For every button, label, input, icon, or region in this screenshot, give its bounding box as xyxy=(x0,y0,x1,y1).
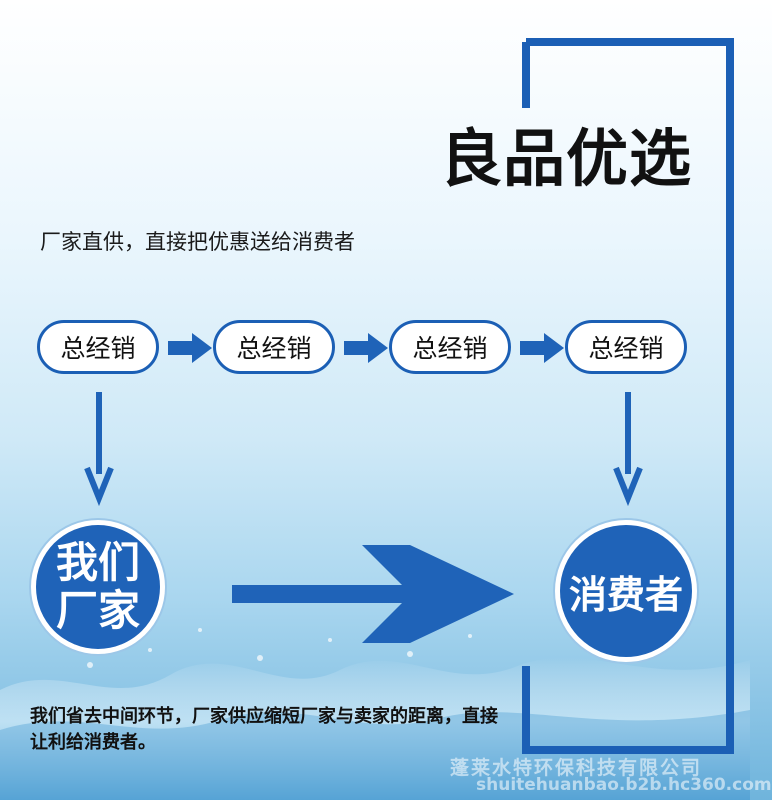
manufacturer-line-1: 我们 xyxy=(55,537,140,587)
chain-step-2: 总经销 xyxy=(213,320,335,374)
consumer-label: 消费者 xyxy=(568,572,683,617)
watermark-domain: shuitehuanbao.b2b.hc360.com xyxy=(476,775,772,795)
watermark-company: 蓬莱水特环保科技有限公司 xyxy=(450,757,703,779)
right-arrow-icon xyxy=(344,333,388,363)
right-arrow-icon xyxy=(520,333,564,363)
chain-step-4: 总经销 xyxy=(565,320,687,374)
bottom-description: 我们省去中间环节，厂家供应缩短厂家与卖家的距离，直接让利给消费者。 xyxy=(30,706,498,753)
down-arrow-icon xyxy=(613,392,643,507)
consumer-circle: 消费者 xyxy=(560,525,692,657)
chain-step-3: 总经销 xyxy=(389,320,511,374)
manufacturer-line-2: 厂家 xyxy=(55,586,140,635)
right-arrow-icon xyxy=(168,333,212,363)
chain-step-1: 总经销 xyxy=(37,320,159,374)
manufacturer-circle: 我们 厂家 xyxy=(36,525,160,649)
big-right-arrow-icon xyxy=(232,545,514,643)
tagline-text: 厂家直供，直接把优惠送给消费者 xyxy=(40,230,355,254)
down-arrow-icon xyxy=(84,392,114,507)
headline-title: 良品优选 xyxy=(440,122,693,195)
